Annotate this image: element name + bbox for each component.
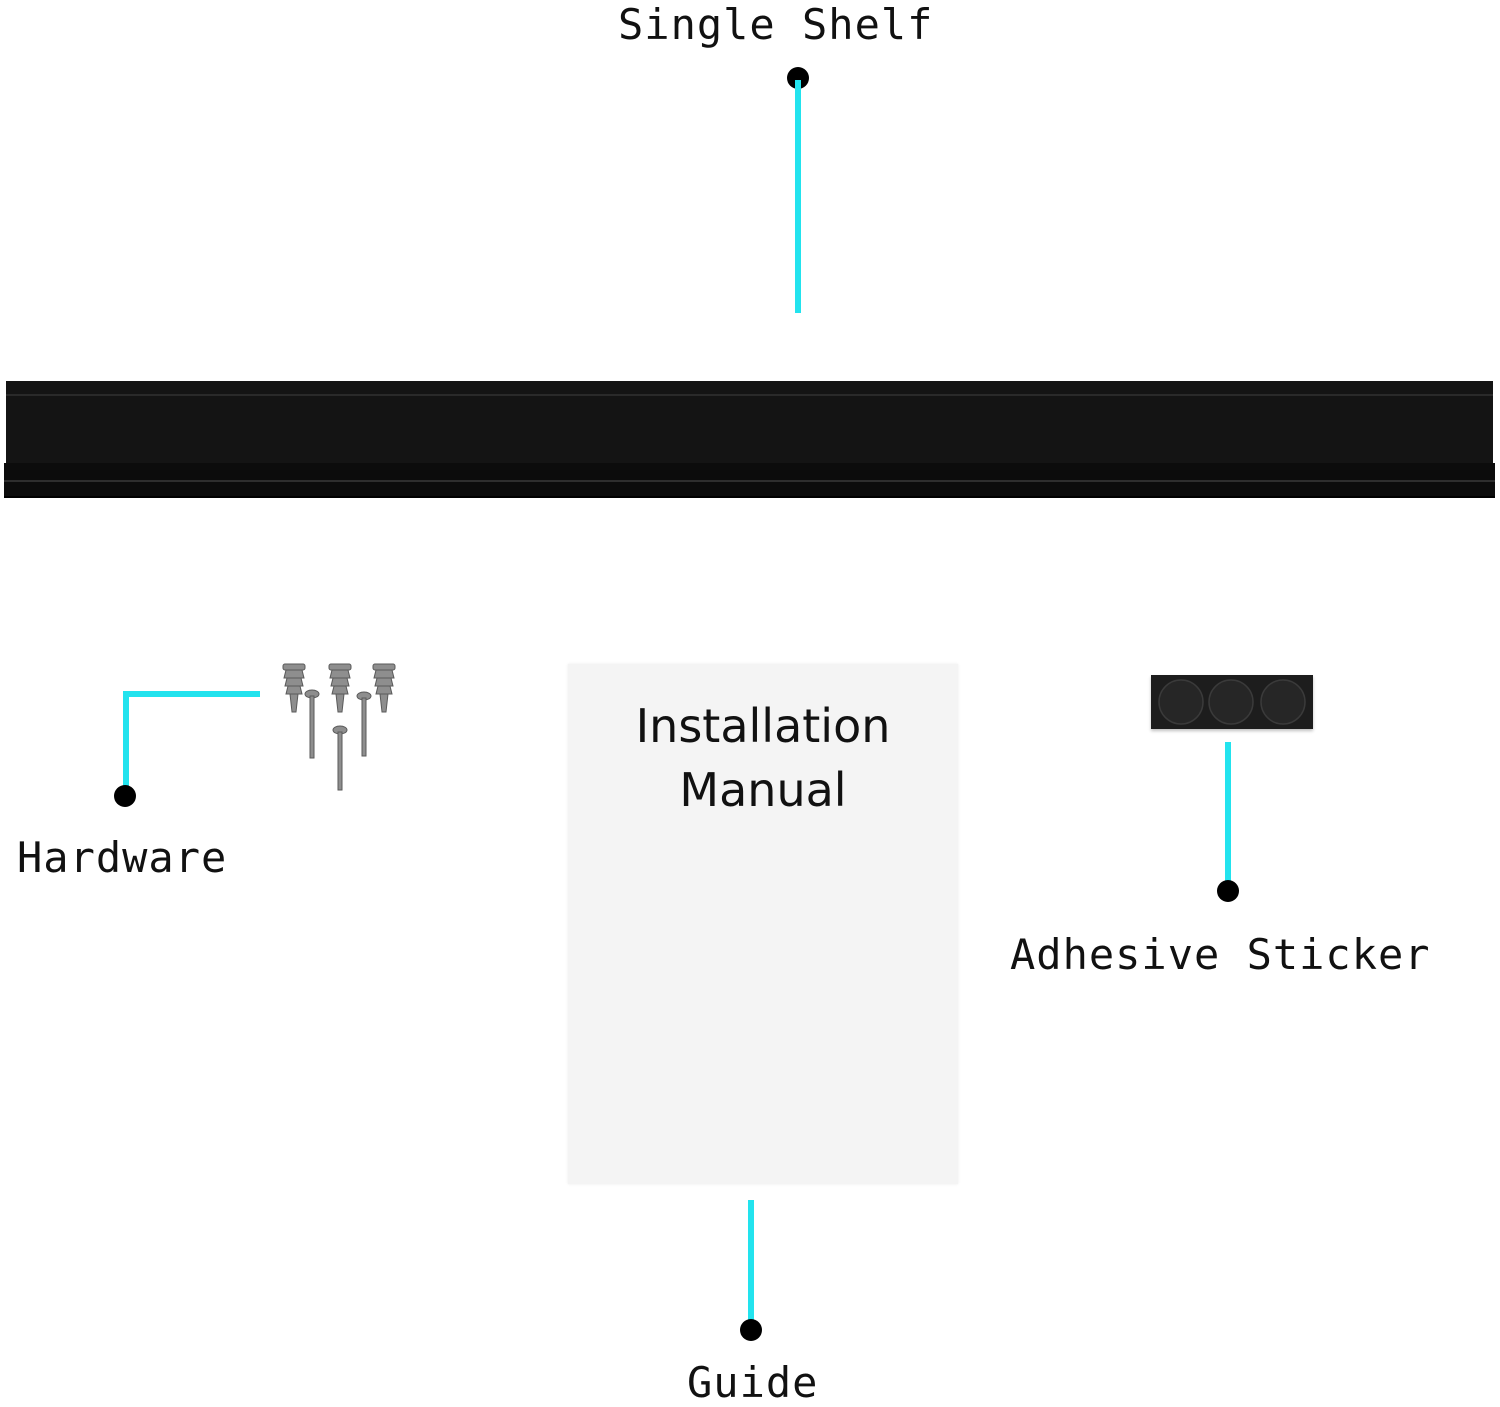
shelf-image — [4, 379, 1495, 499]
single-shelf-callout-line — [795, 80, 801, 313]
sticker-dot — [1208, 679, 1254, 725]
wall-anchor-icon — [372, 663, 396, 713]
screw-icon — [332, 725, 348, 791]
adhesive-sticker-image — [1151, 675, 1313, 729]
hardware-callout-dot — [114, 785, 136, 807]
sticker-dot — [1260, 679, 1306, 725]
guide-callout-line — [748, 1200, 754, 1325]
manual-title: Installation Manual — [568, 694, 958, 822]
hardware-image — [282, 663, 396, 791]
sticker-dot — [1158, 679, 1204, 725]
hardware-callout-line-vertical — [123, 691, 129, 791]
hardware-callout-line-horizontal — [123, 691, 260, 697]
guide-callout-dot — [740, 1319, 762, 1341]
screw-icon — [304, 689, 320, 759]
installation-manual: Installation Manual — [568, 664, 958, 1184]
adhesive-sticker-callout-dot — [1217, 880, 1239, 902]
manual-title-line-1: Installation — [635, 699, 891, 753]
wall-anchor-icon — [282, 663, 306, 713]
guide-label: Guide — [687, 1358, 819, 1407]
screw-icon — [356, 691, 372, 757]
adhesive-sticker-callout-line — [1225, 742, 1231, 886]
single-shelf-callout-dot — [787, 67, 809, 89]
hardware-label: Hardware — [17, 833, 228, 882]
wall-anchor-icon — [328, 663, 352, 713]
adhesive-sticker-label: Adhesive Sticker — [1010, 930, 1431, 979]
manual-title-line-2: Manual — [679, 763, 847, 817]
single-shelf-label: Single Shelf — [618, 0, 934, 49]
